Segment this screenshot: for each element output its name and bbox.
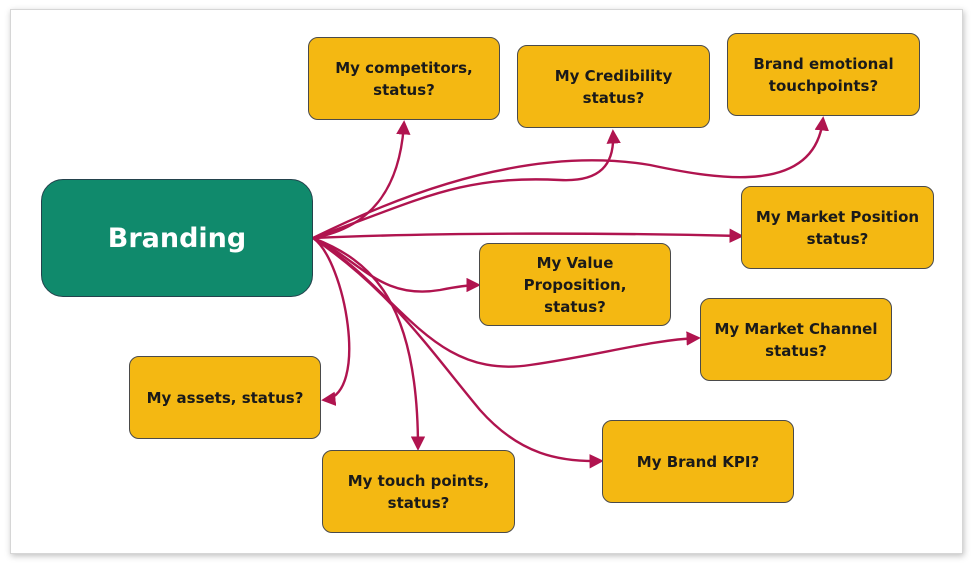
node-value-proposition-label: My Value Proposition, status? [523, 253, 627, 316]
node-emotional-label: Brand emotional touchpoints? [753, 54, 894, 95]
node-touch-points-label: My touch points, status? [347, 471, 490, 512]
connector-assets [312, 237, 351, 406]
connector-value-proposition [312, 236, 481, 293]
node-value-proposition: My Value Proposition, status? [479, 243, 671, 326]
node-brand-kpi: My Brand KPI? [602, 420, 794, 503]
node-market-channel: My Market Channel status? [700, 298, 892, 381]
node-market-channel-label: My Market Channel status? [714, 319, 878, 360]
central-node-label: Branding [107, 222, 247, 254]
connector-touch-points [312, 236, 426, 451]
central-node-branding: Branding [41, 179, 313, 297]
connector-market-position [312, 228, 744, 243]
node-assets: My assets, status? [129, 356, 321, 439]
node-competitors: My competitors, status? [308, 37, 500, 120]
connector-brand-kpi [312, 237, 604, 469]
node-touch-points: My touch points, status? [322, 450, 515, 533]
node-market-position: My Market Position status? [741, 186, 934, 269]
node-assets-label: My assets, status? [146, 388, 304, 407]
node-market-position-label: My Market Position status? [755, 207, 920, 248]
node-credibility-label: My Credibility status? [554, 66, 673, 107]
node-brand-kpi-label: My Brand KPI? [636, 452, 760, 471]
connector-credibility [312, 129, 621, 240]
node-credibility: My Credibility status? [517, 45, 710, 128]
node-emotional-touchpoints: Brand emotional touchpoints? [727, 33, 920, 116]
connector-competitors [312, 120, 411, 240]
node-competitors-label: My competitors, status? [335, 58, 473, 99]
connector-emotional [312, 116, 829, 240]
